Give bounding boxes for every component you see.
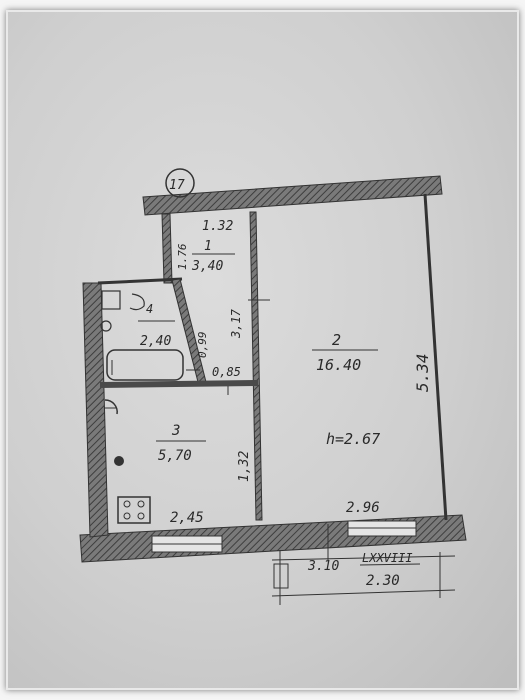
toilet (101, 290, 121, 310)
room-1-area: 3,40 (191, 259, 223, 274)
marker-number: 17 (169, 178, 185, 193)
partition-c-label: 3,17 (229, 308, 243, 339)
partition-b-label: 0,85 (212, 365, 241, 379)
sink (100, 320, 112, 332)
kitchen-sink (104, 399, 118, 415)
window-b-label: 2.30 (366, 573, 400, 589)
partition-a-label: 0,99 (196, 332, 209, 359)
top-exterior-wall (142, 175, 443, 216)
hall-width-label: 1.32 (202, 219, 233, 234)
bath-diagonal-wall (171, 278, 207, 383)
roman-code: LXXVIII (362, 551, 413, 565)
bathroom-area: 2,40 (140, 334, 171, 349)
room-2-area: 16.40 (316, 356, 361, 374)
hall-depth-label: 1.76 (176, 243, 189, 270)
bathtub (106, 349, 184, 381)
bathroom-number: 4 (146, 302, 153, 316)
room-3-area: 5,70 (158, 448, 192, 464)
left-wall (82, 282, 109, 538)
marker-circle (165, 168, 195, 198)
hall-left-wall (161, 213, 173, 284)
room-2-width-label: 2.96 (346, 500, 380, 516)
ceiling-height: h=2.67 (326, 430, 380, 448)
kitchen-tap (114, 456, 124, 466)
kitchen-width-label: 2,45 (170, 510, 204, 526)
central-partition (249, 211, 263, 521)
kitchen-depth-label: 1,32 (237, 451, 252, 482)
room-3-number: 3 (171, 423, 180, 439)
window-a-label: 3.10 (307, 559, 339, 574)
room-2-depth-label: 5.34 (413, 353, 432, 392)
room-1-number: 1 (204, 239, 212, 254)
stove (117, 496, 151, 524)
right-wall (423, 193, 448, 521)
room-2-number: 2 (332, 331, 341, 349)
bath-top-wall (97, 277, 183, 285)
kitchen-top-wall (100, 380, 258, 388)
